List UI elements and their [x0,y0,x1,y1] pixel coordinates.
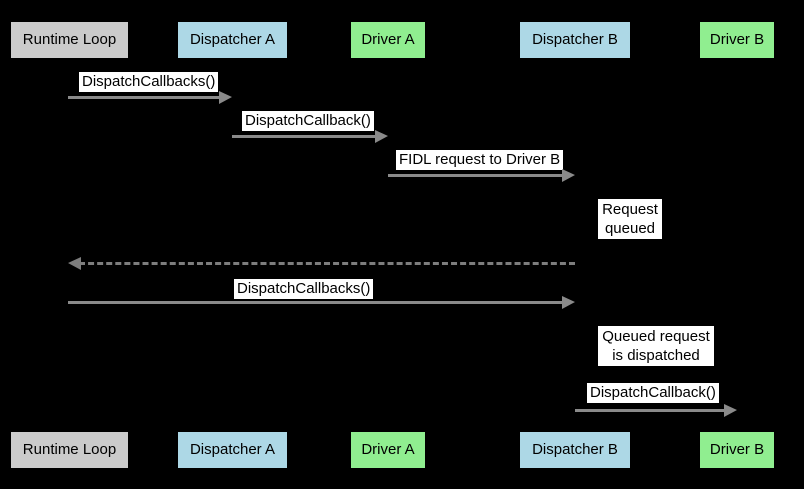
arrow-line [68,96,221,99]
arrow-runtime-to-dispatcher-a [68,91,232,104]
arrowhead-right-icon [562,296,575,309]
arrow-line [232,135,377,138]
participant-bottom-driver-a: Driver A [351,432,425,468]
message-label-dispatchcallback-2: DispatchCallback() [587,383,719,403]
arrow-dispatcher-a-to-driver-a [232,130,388,143]
arrowhead-right-icon [562,169,575,182]
message-label-dispatchcallback-1: DispatchCallback() [242,111,374,131]
arrow-line [68,301,564,304]
participant-top-driver-a: Driver A [351,22,425,58]
note-request-queued: Request queued [598,199,662,239]
arrow-line-dashed [79,262,575,265]
arrow-driver-a-to-dispatcher-b [388,169,575,182]
message-label-fidl-request: FIDL request to Driver B [396,150,564,170]
participant-top-dispatcher-a: Dispatcher A [178,22,287,58]
arrow-dispatcher-b-to-runtime-dashed [68,257,575,270]
arrow-line [575,409,726,412]
participant-top-runtime-loop: Runtime Loop [11,22,128,58]
participant-top-dispatcher-b: Dispatcher B [520,22,630,58]
arrow-runtime-to-dispatcher-b [68,296,575,309]
participant-bottom-runtime-loop: Runtime Loop [11,432,128,468]
participant-top-driver-b: Driver B [700,22,774,58]
arrowhead-right-icon [219,91,232,104]
message-label-dispatchcallbacks-2: DispatchCallbacks() [234,279,374,299]
arrowhead-right-icon [724,404,737,417]
note-queued-request-dispatched: Queued request is dispatched [598,326,714,366]
participant-bottom-dispatcher-a: Dispatcher A [178,432,287,468]
arrow-dispatcher-b-to-driver-b [575,404,737,417]
arrowhead-left-icon [68,257,81,270]
arrow-line [388,174,564,177]
participant-bottom-dispatcher-b: Dispatcher B [520,432,630,468]
arrowhead-right-icon [375,130,388,143]
participant-bottom-driver-b: Driver B [700,432,774,468]
message-label-dispatchcallbacks-1: DispatchCallbacks() [79,72,219,92]
